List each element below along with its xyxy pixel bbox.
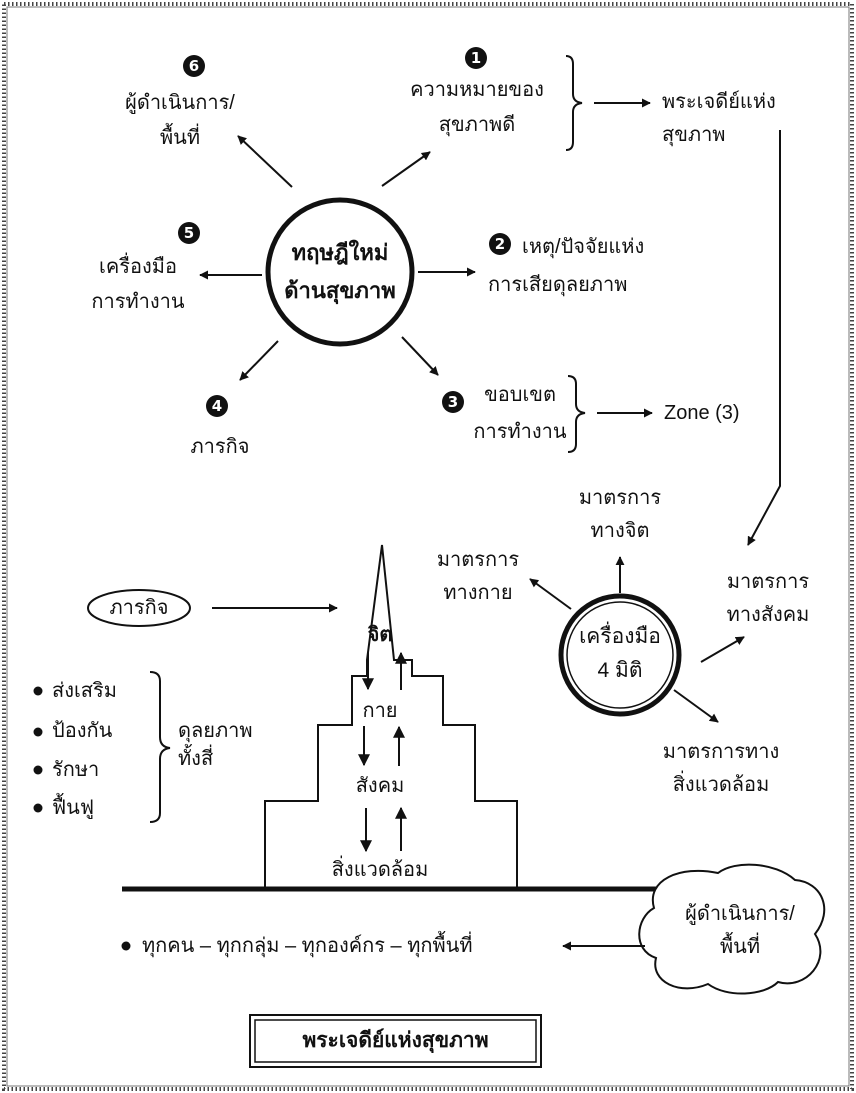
arrow-to-social <box>700 636 745 663</box>
item-number-badge-4: 4 <box>206 395 228 417</box>
tools-hub-circle <box>558 593 682 717</box>
pagoda-level-mind: จิต <box>367 624 393 646</box>
brace-item3 <box>567 375 586 453</box>
item-number-badge-6: 6 <box>183 55 205 77</box>
brace-balance <box>149 671 171 823</box>
tools-hub-line2: 4 มิติ <box>597 659 643 682</box>
item3-line2: การทำงาน <box>473 421 567 443</box>
mind-measure-line2: ทางจิต <box>590 520 650 542</box>
item2-line1: เหตุ/ปัจจัยแห่ง <box>522 236 645 258</box>
actors-cloud <box>638 863 826 995</box>
zone-label: Zone (3) <box>664 402 740 424</box>
social-measure-line1: มาตรการ <box>726 571 810 593</box>
item-number-badge-2: 2 <box>489 233 511 255</box>
balance-item-rehab: ฟื้นฟู <box>52 797 94 819</box>
caption-box-outer <box>249 1014 542 1068</box>
arrow-to-body <box>529 578 572 610</box>
body-measure-line1: มาตรการ <box>436 549 520 571</box>
item1-line2: สุขภาพดี <box>438 114 516 136</box>
chedi-result-line1: พระเจดีย์แห่ง <box>662 91 776 113</box>
pagoda-level-environment: สิ่งแวดล้อม <box>331 859 429 881</box>
cloud-line2: พื้นที่ <box>719 936 761 958</box>
balance-label-line1: ดุลยภาพ <box>178 720 253 742</box>
item6-line1: ผู้ดำเนินการ/ <box>125 92 235 114</box>
item-number-badge-5: 5 <box>178 222 200 244</box>
item6-line2: พื้นที่ <box>159 127 201 149</box>
arrow-to-item3 <box>401 336 439 376</box>
item1-line1: ความหมายของ <box>410 79 544 101</box>
arrow-chedi-to-tools <box>747 130 781 546</box>
balance-item-promote: ส่งเสริม <box>52 680 117 702</box>
mission-oval <box>87 589 191 627</box>
env-measure-line1: มาตรการทาง <box>662 741 780 763</box>
social-measure-line2: ทางสังคม <box>726 604 810 626</box>
mind-measure-line1: มาตรการ <box>578 487 662 509</box>
arrow-to-item4 <box>239 340 279 381</box>
brace-item1 <box>565 55 583 151</box>
item5-line1: เครื่องมือ <box>99 256 177 278</box>
theory-hub-line1: ทฤษฎีใหม่ <box>291 240 389 265</box>
arrow-to-item1 <box>381 151 431 187</box>
env-measure-line2: สิ่งแวดล้อม <box>672 774 770 796</box>
item-number-badge-3: 3 <box>442 391 464 413</box>
balance-label-line2: ทั้งสี่ <box>178 748 214 770</box>
tools-hub-line1: เครื่องมือ <box>579 625 661 648</box>
cloud-line1: ผู้ดำเนินการ/ <box>685 903 795 925</box>
theory-hub-line2: ด้านสุขภาพ <box>284 278 396 303</box>
pagoda-level-body: กาย <box>362 700 398 722</box>
pagoda-level-social: สังคม <box>355 775 405 797</box>
item2-line2: การเสียดุลยภาพ <box>488 274 628 296</box>
diagram-caption: พระเจดีย์แห่งสุขภาพ <box>302 1029 489 1052</box>
theory-hub-circle <box>265 197 415 347</box>
chedi-result-line2: สุขภาพ <box>662 124 726 146</box>
actors-line: ทุกคน – ทุกกลุ่ม – ทุกองค์กร – ทุกพื้นที… <box>142 935 473 957</box>
arrow-to-item6 <box>237 135 293 188</box>
item5-line2: การทำงาน <box>91 291 185 313</box>
caption-box-inner <box>254 1019 537 1063</box>
balance-item-prevent: ป้องกัน <box>52 720 113 742</box>
balance-item-treat: รักษา <box>52 759 100 781</box>
item3-line1: ขอบเขต <box>484 384 556 406</box>
item-number-badge-1: 1 <box>465 47 487 69</box>
item4-line1: ภารกิจ <box>190 436 250 458</box>
body-measure-line2: ทางกาย <box>443 582 513 604</box>
mission-oval-label: ภารกิจ <box>109 597 169 619</box>
arrow-to-env <box>673 689 719 723</box>
